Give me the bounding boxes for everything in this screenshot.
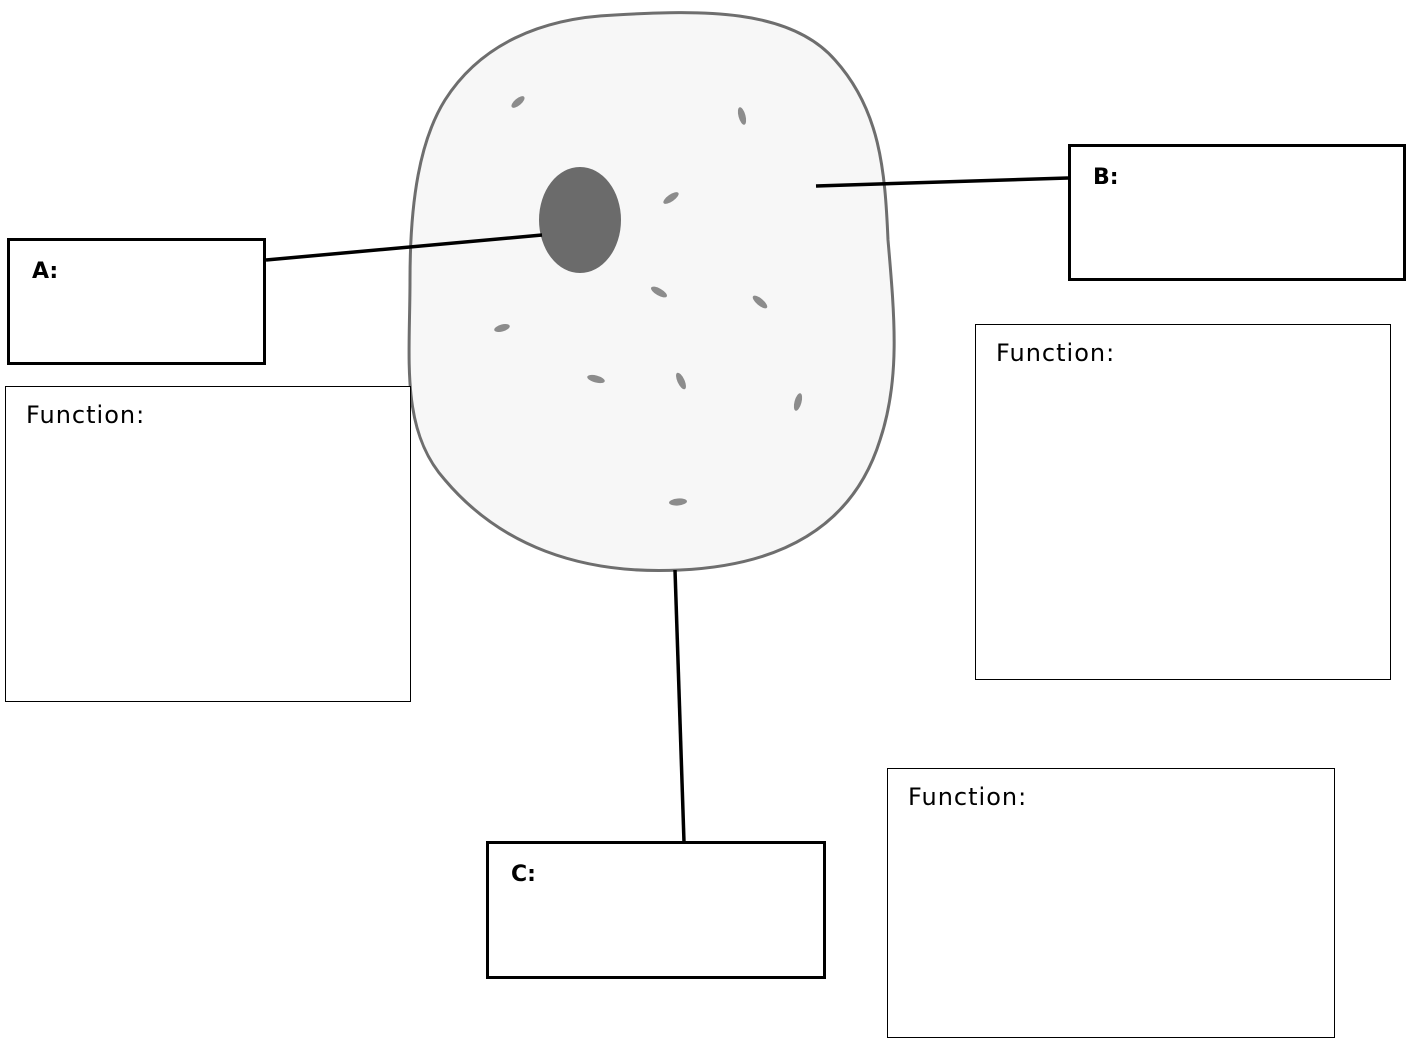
- leader-line-b: [815, 176, 1069, 188]
- label-box-a[interactable]: A:: [7, 238, 266, 365]
- organelles: [494, 96, 803, 506]
- nucleus: [539, 167, 621, 273]
- function-box-b[interactable]: Function:: [975, 324, 1391, 680]
- function-label-b: Function:: [996, 339, 1116, 367]
- organelle: [676, 372, 686, 390]
- cell-membrane: [407, 11, 896, 573]
- label-b: B:: [1093, 165, 1119, 190]
- function-label-c: Function:: [908, 783, 1028, 811]
- label-box-b[interactable]: B:: [1068, 144, 1406, 281]
- organelle: [793, 393, 803, 411]
- label-box-c[interactable]: C:: [486, 841, 826, 979]
- leader-line-c: [673, 569, 686, 843]
- organelle: [651, 286, 667, 298]
- organelle: [737, 107, 747, 125]
- organelle: [663, 192, 679, 204]
- label-a: A:: [32, 259, 59, 284]
- organelle: [669, 498, 687, 506]
- label-c: C:: [511, 862, 536, 887]
- leader-line-a: [265, 233, 543, 262]
- organelle: [752, 295, 768, 309]
- function-box-c[interactable]: Function:: [887, 768, 1335, 1038]
- function-box-a[interactable]: Function:: [5, 386, 411, 702]
- function-label-a: Function:: [26, 401, 146, 429]
- organelle: [587, 374, 605, 384]
- organelle: [511, 96, 525, 108]
- organelle: [494, 324, 510, 332]
